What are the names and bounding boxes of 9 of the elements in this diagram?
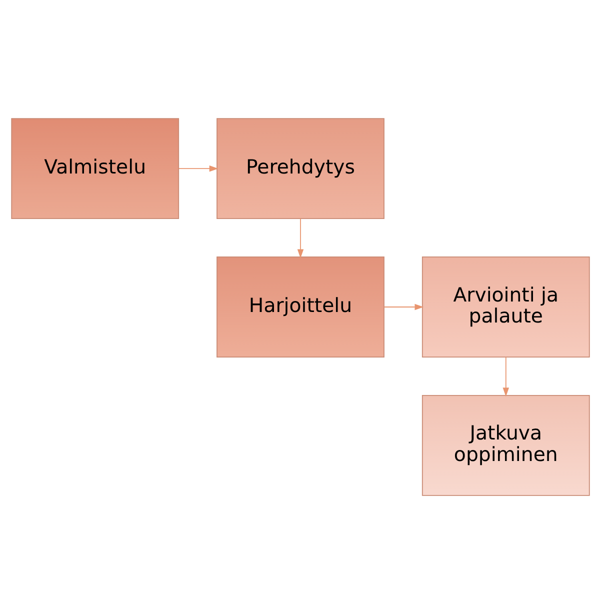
arrow (178, 164, 218, 172)
node-box: Perehdytys (216, 118, 384, 219)
arrow (502, 356, 510, 396)
node-box: Jatkuva oppiminen (422, 394, 590, 496)
node-box: Harjoittelu (216, 256, 384, 357)
node-box: Valmistelu (11, 118, 180, 219)
node-box: Arviointi ja palaute (422, 256, 590, 357)
arrow (384, 303, 424, 310)
arrow (297, 218, 304, 258)
